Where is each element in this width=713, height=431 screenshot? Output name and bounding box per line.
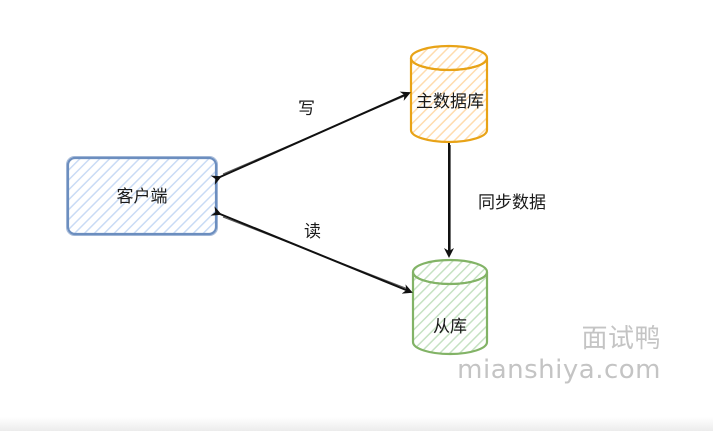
bottom-edge-shadow — [0, 417, 713, 431]
write-edge-label: 写 — [298, 99, 315, 119]
client-label: 客户端 — [116, 187, 168, 207]
write-connector — [210, 91, 411, 185]
sync-connector — [444, 143, 454, 258]
master-db-node — [409, 44, 489, 144]
watermark-url: mianshiya.com — [457, 355, 661, 385]
sync-edge-label: 同步数据 — [478, 193, 546, 213]
watermark-brand: 面试鸭 — [581, 324, 661, 354]
read-connector — [210, 206, 413, 294]
slave-db-label: 从库 — [433, 317, 467, 337]
slave-db-node — [411, 258, 489, 356]
client-node — [66, 156, 218, 236]
master-db-label: 主数据库 — [416, 92, 484, 112]
read-edge-label: 读 — [304, 222, 321, 242]
